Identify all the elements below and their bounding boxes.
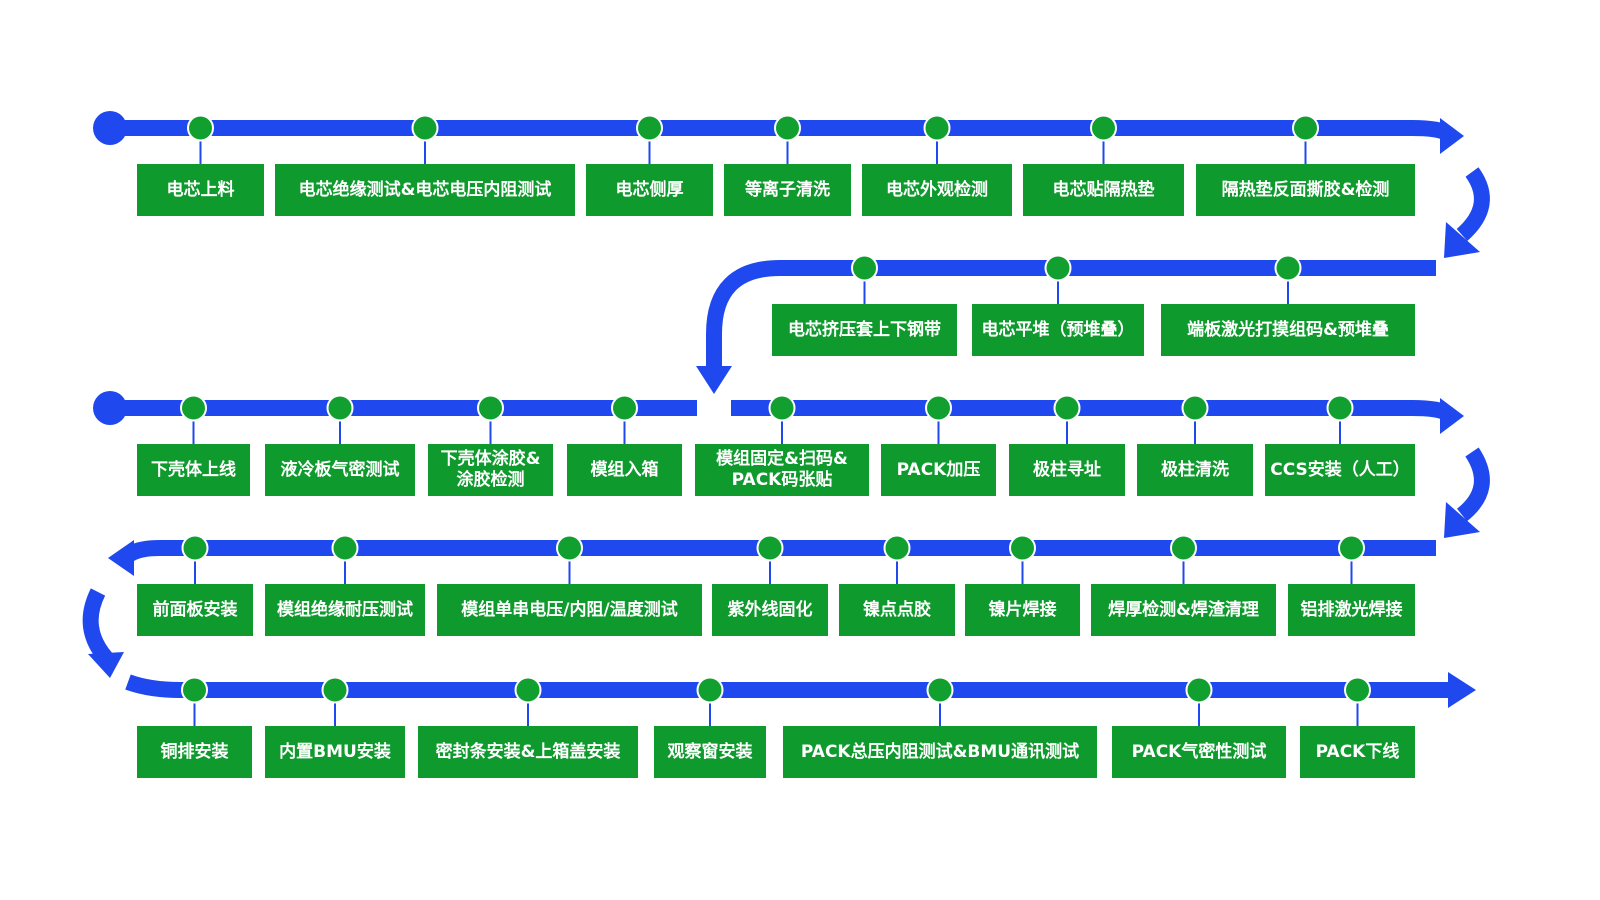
step-node <box>556 534 583 562</box>
process-step-box: 铝排激光焊接 <box>1288 584 1415 636</box>
track-curve-left <box>82 588 113 664</box>
step-node <box>1053 394 1081 422</box>
arrow-head-curve-left <box>88 652 124 678</box>
process-step-box: 电芯上料 <box>137 164 264 216</box>
step-node <box>1274 254 1302 282</box>
step-node <box>187 114 214 142</box>
step-node <box>1326 394 1354 422</box>
step-node <box>514 676 542 704</box>
step-node <box>1170 534 1197 562</box>
step-node <box>774 114 801 142</box>
process-step-box: PACK气密性测试 <box>1112 726 1286 778</box>
process-step-box: 电芯外观检测 <box>862 164 1012 216</box>
step-node <box>925 394 952 422</box>
step-node <box>768 394 796 422</box>
process-step-box: 隔热垫反面撕胶&检测 <box>1196 164 1415 216</box>
step-node <box>1044 254 1072 282</box>
process-step-box: 紫外线固化 <box>712 584 828 636</box>
process-step-box: 液冷板气密测试 <box>265 444 415 496</box>
step-node <box>181 676 208 704</box>
step-node <box>181 534 209 562</box>
start-dot-row-1 <box>93 111 127 145</box>
step-node <box>1338 534 1365 562</box>
step-node <box>1090 114 1117 142</box>
process-step-box: PACK加压 <box>881 444 996 496</box>
arrow-head-row-5 <box>1448 672 1476 708</box>
step-node <box>756 534 784 562</box>
step-node <box>696 676 724 704</box>
process-step-box: 内置BMU安装 <box>265 726 405 778</box>
step-node <box>1344 676 1371 704</box>
step-node <box>923 114 951 142</box>
process-step-box: 下壳体涂胶& 涂胶检测 <box>428 444 553 496</box>
step-node <box>326 394 354 422</box>
process-step-box: 极柱寻址 <box>1009 444 1125 496</box>
start-dot-row-3 <box>93 391 127 425</box>
process-step-box: 观察窗安装 <box>654 726 766 778</box>
process-step-box: 前面板安装 <box>137 584 253 636</box>
process-step-box: 镍片焊接 <box>965 584 1080 636</box>
process-step-box: 电芯平堆（预堆叠） <box>972 304 1144 356</box>
arrow-head-curve-right-2 <box>1444 502 1480 538</box>
step-node <box>477 394 504 422</box>
process-step-box: 电芯绝缘测试&电芯电压内阻测试 <box>275 164 575 216</box>
process-step-box: 模组绝缘耐压测试 <box>265 584 425 636</box>
step-node <box>851 254 878 282</box>
process-step-box: 端板激光打摸组码&预堆叠 <box>1161 304 1415 356</box>
process-step-box: 等离子清洗 <box>724 164 851 216</box>
step-node <box>636 114 663 142</box>
process-step-box: PACK下线 <box>1300 726 1415 778</box>
process-step-box: 模组固定&扫码& PACK码张贴 <box>695 444 869 496</box>
process-step-box: CCS安装（人工） <box>1265 444 1415 496</box>
process-step-box: 模组单串电压/内阻/温度测试 <box>437 584 702 636</box>
step-node <box>1185 676 1213 704</box>
process-step-box: 下壳体上线 <box>137 444 250 496</box>
process-step-box: 电芯贴隔热垫 <box>1023 164 1184 216</box>
process-step-box: 极柱清洗 <box>1137 444 1253 496</box>
step-node <box>180 394 207 422</box>
step-node <box>331 534 359 562</box>
arrow-head-row-1 <box>1440 118 1464 154</box>
arrow-head-row-2 <box>696 366 732 394</box>
arrow-head-curve-right-1 <box>1444 222 1480 258</box>
step-node <box>611 394 638 422</box>
step-node <box>1181 394 1209 422</box>
process-step-box: 焊厚检测&焊渣清理 <box>1091 584 1276 636</box>
track-curve-right-2 <box>1456 447 1490 522</box>
process-step-box: 电芯挤压套上下钢带 <box>772 304 957 356</box>
step-node <box>1009 534 1036 562</box>
step-node <box>926 676 954 704</box>
arrow-head-row-4 <box>108 540 134 576</box>
step-node <box>321 676 349 704</box>
step-node <box>411 114 439 142</box>
process-step-box: 铜排安装 <box>137 726 252 778</box>
process-step-box: 镍点点胶 <box>839 584 955 636</box>
step-node <box>1292 114 1319 142</box>
process-step-box: PACK总压内阻测试&BMU通讯测试 <box>783 726 1097 778</box>
process-step-box: 模组入箱 <box>567 444 682 496</box>
step-node <box>883 534 911 562</box>
arrow-head-row-3 <box>1440 398 1464 434</box>
track-curve-right-1 <box>1456 167 1490 241</box>
process-step-box: 密封条安装&上箱盖安装 <box>418 726 638 778</box>
process-step-box: 电芯侧厚 <box>586 164 713 216</box>
track-row-2 <box>706 260 1436 372</box>
track-row-5 <box>125 674 1450 698</box>
